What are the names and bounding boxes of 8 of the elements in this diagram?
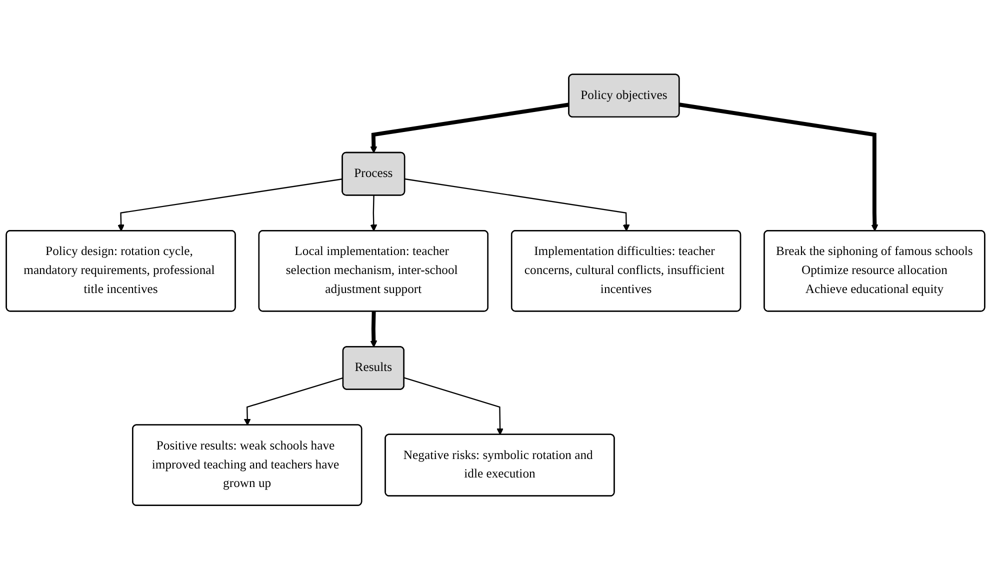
arrow xyxy=(404,377,504,436)
arrow xyxy=(679,102,878,232)
arrow xyxy=(118,178,343,232)
arrow xyxy=(370,312,378,348)
arrow xyxy=(244,377,344,426)
arrow xyxy=(370,196,378,232)
arrow xyxy=(370,102,570,154)
arrow xyxy=(404,178,630,232)
